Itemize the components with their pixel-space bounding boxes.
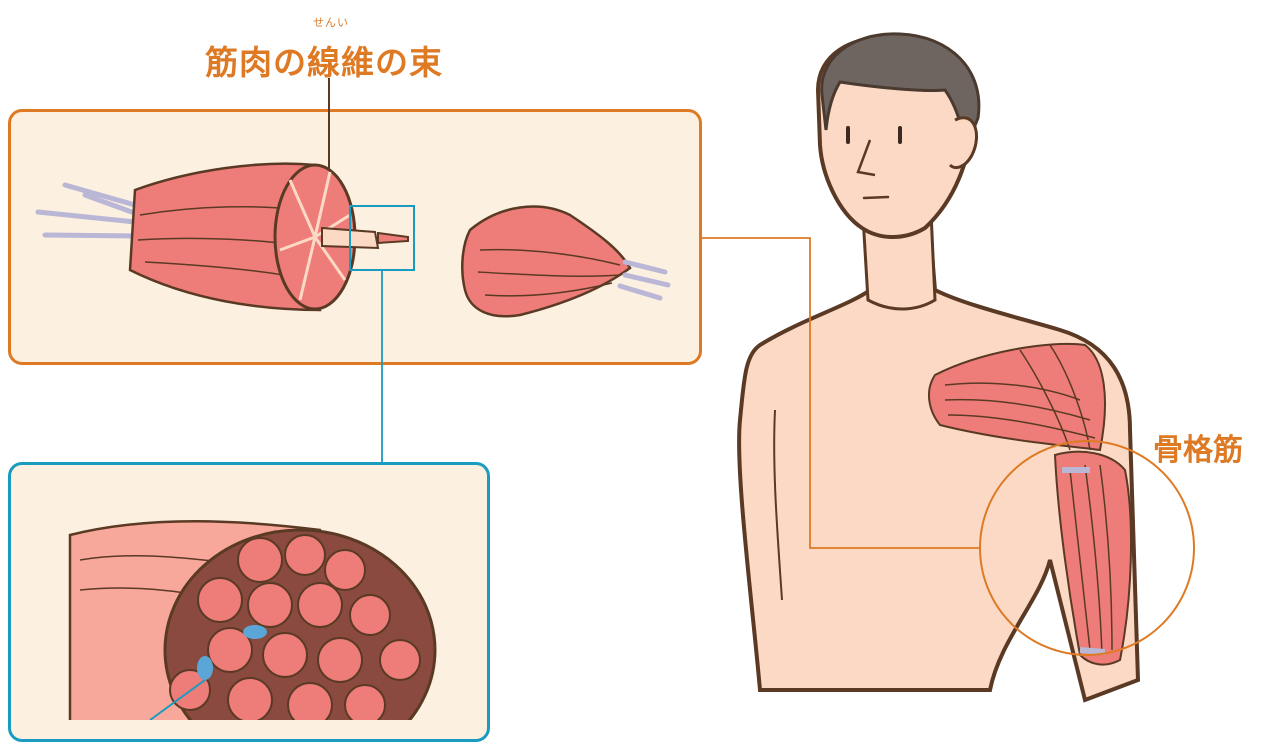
human-figure [739, 34, 1138, 700]
anatomy-illustration [0, 0, 1263, 720]
mouth [864, 197, 888, 198]
extracted-fiber-tip [378, 233, 408, 243]
capillary [243, 625, 267, 639]
fiber-crosssection [70, 521, 435, 720]
skeletal-muscle-label: 骨格筋 [1153, 425, 1243, 469]
muscle-whole [462, 207, 668, 317]
tendon-left [38, 185, 140, 236]
title-furigana: せんい [313, 14, 349, 30]
muscle-bundle-cut [38, 164, 414, 310]
capillary [197, 656, 213, 680]
page-title: 筋肉の線維の束 [205, 36, 443, 84]
